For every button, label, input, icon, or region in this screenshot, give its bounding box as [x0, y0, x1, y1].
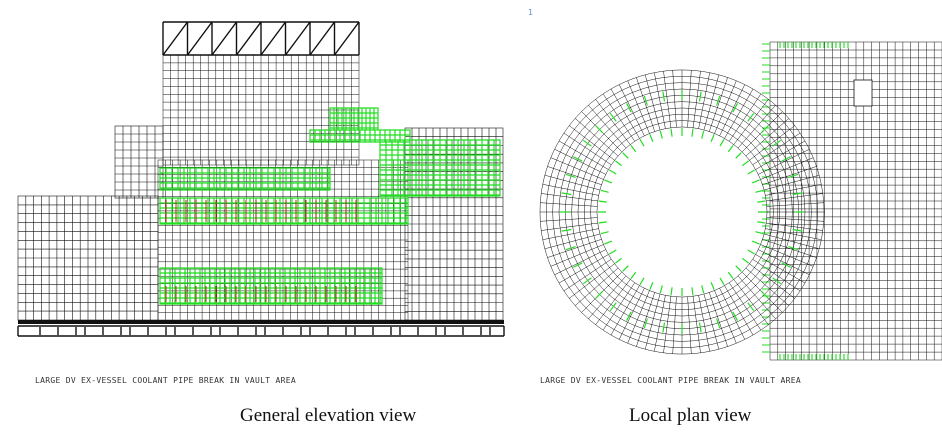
annular-ring-mesh: [539, 69, 825, 355]
wall-opening: [853, 79, 873, 107]
load-arrows: [165, 200, 357, 302]
elevation-mesh-drawing: [17, 21, 505, 337]
plan-view-label: Local plan view: [629, 405, 752, 426]
plan-caption: LARGE DV EX-VESSEL COOLANT PIPE BREAK IN…: [540, 376, 801, 385]
elevation-view-label: General elevation view: [240, 405, 417, 426]
foundation-piles: [17, 325, 505, 337]
plan-view-panel: 1 LARGE DV EX-VESSEL COOLANT PIPE BREAK …: [522, 0, 942, 434]
foundation-slab: [18, 320, 504, 324]
boundary-condition-markers: [159, 107, 501, 305]
inner-face-pressure-markers: [560, 90, 804, 334]
plan-mesh-drawing: [539, 41, 942, 361]
left-wing-mesh: [17, 195, 159, 321]
elevation-caption: LARGE DV EX-VESSEL COOLANT PIPE BREAK IN…: [35, 376, 296, 385]
elevation-view-panel: LARGE DV EX-VESSEL COOLANT PIPE BREAK IN…: [17, 21, 505, 426]
roof-truss: [162, 21, 360, 56]
left-annex-mesh: [114, 125, 164, 199]
plan-view-marker: 1: [528, 8, 534, 17]
